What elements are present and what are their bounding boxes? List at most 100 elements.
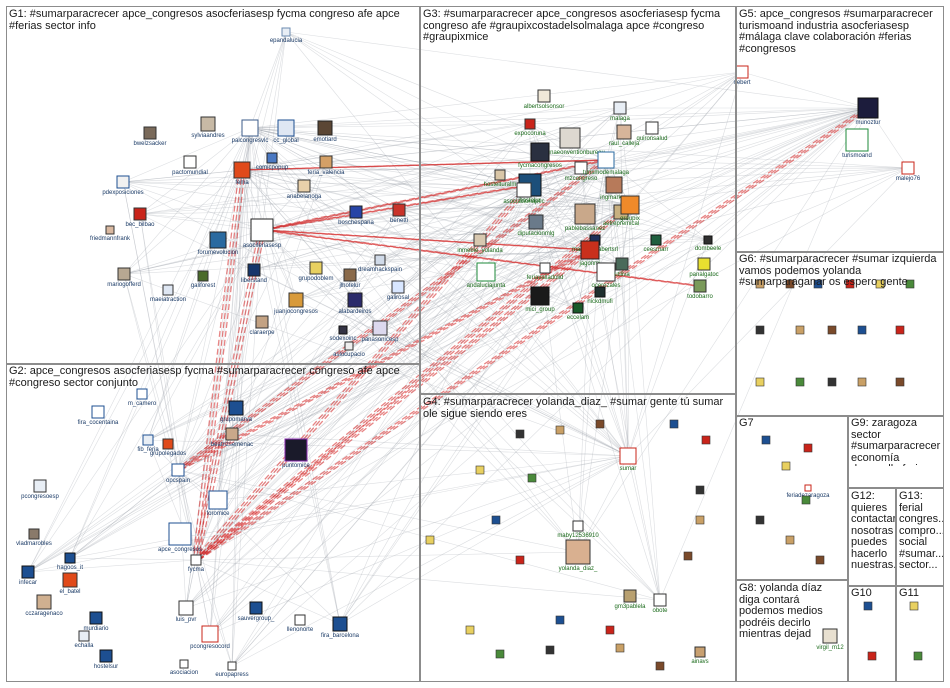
graph-node[interactable]: llenonorte <box>287 614 314 633</box>
graph-node[interactable]: maeiatraction <box>150 284 186 303</box>
graph-node-small[interactable] <box>863 601 873 611</box>
graph-node[interactable]: fira_cocentaina <box>78 405 119 426</box>
graph-node-small[interactable] <box>595 419 605 429</box>
graph-node[interactable]: galirosal <box>387 280 409 301</box>
graph-node[interactable]: pactomundial <box>172 155 208 176</box>
graph-node[interactable]: fycma <box>188 554 205 573</box>
graph-node[interactable]: boschespana <box>338 205 375 226</box>
graph-node[interactable]: albertsolsonsor <box>524 89 565 110</box>
graph-node[interactable]: emotiard <box>313 120 337 143</box>
graph-node[interactable]: murdiario <box>83 611 109 632</box>
graph-node-small[interactable] <box>795 377 805 387</box>
graph-node[interactable]: fib_feria <box>137 434 159 453</box>
graph-node-small[interactable] <box>785 279 795 289</box>
graph-node-small[interactable] <box>465 625 475 635</box>
graph-node[interactable]: yolanda_diaz_ <box>559 539 598 572</box>
graph-node[interactable]: dombeele <box>695 235 722 252</box>
graph-node[interactable]: todobarro <box>687 279 714 300</box>
graph-node[interactable]: europapress <box>215 661 249 678</box>
graph-node[interactable]: benetti <box>390 203 408 224</box>
graph-node-small[interactable] <box>827 377 837 387</box>
graph-node[interactable]: expocoruna <box>514 118 546 137</box>
graph-node[interactable]: pcongresoesp <box>21 479 60 500</box>
graph-node[interactable]: quironsalud <box>636 121 668 142</box>
graph-node-small[interactable] <box>527 473 537 483</box>
graph-node[interactable]: asociacionapec <box>503 182 545 205</box>
graph-node-small[interactable] <box>755 515 765 525</box>
graph-node[interactable]: andaluciajunta <box>467 262 506 289</box>
graph-node-small[interactable] <box>515 555 525 565</box>
graph-node[interactable]: echalla <box>74 630 94 649</box>
graph-node-small[interactable] <box>813 279 823 289</box>
graph-node-small[interactable] <box>761 435 771 445</box>
graph-node[interactable]: pdexposiciones <box>102 175 144 196</box>
graph-node-small[interactable] <box>815 555 825 565</box>
graph-node-small[interactable] <box>615 643 625 653</box>
graph-node[interactable]: malaga <box>610 101 630 122</box>
graph-node[interactable]: sumar <box>619 447 637 472</box>
graph-node-small[interactable] <box>555 425 565 435</box>
graph-node[interactable]: comicpopup <box>256 152 289 171</box>
graph-node-small[interactable] <box>695 485 705 495</box>
graph-node[interactable]: m_camero <box>128 388 157 407</box>
graph-node-small[interactable] <box>515 429 525 439</box>
graph-node[interactable]: asociacion <box>170 659 198 676</box>
graph-node[interactable]: bec_bilbao <box>125 207 155 228</box>
graph-node[interactable]: grupomarva <box>220 400 253 423</box>
graph-node[interactable]: mzcongreso <box>565 161 598 182</box>
graph-node[interactable]: juanjocongresos <box>273 292 318 315</box>
graph-node-small[interactable] <box>755 279 765 289</box>
graph-node[interactable]: groupix <box>620 195 640 222</box>
graph-node[interactable]: sylviaandres <box>191 116 225 139</box>
graph-node[interactable]: jlhotelur <box>338 268 361 289</box>
graph-node[interactable]: epandalucia <box>270 27 303 44</box>
graph-node-small[interactable] <box>785 535 795 545</box>
graph-node[interactable]: fema <box>233 161 251 186</box>
graph-node[interactable]: infecar <box>19 565 37 586</box>
graph-node[interactable]: panalgatoc <box>689 257 719 278</box>
graph-node[interactable]: utiliva <box>614 257 630 278</box>
graph-node[interactable]: ocerezales <box>591 262 621 289</box>
graph-node[interactable]: panasonicesp <box>361 320 399 343</box>
graph-node[interactable]: fycmacongresos <box>518 142 562 169</box>
graph-node[interactable]: galiforest <box>191 270 216 289</box>
graph-node-small[interactable] <box>701 435 711 445</box>
graph-node-small[interactable] <box>545 645 555 655</box>
graph-node[interactable]: sodexoinc <box>329 325 357 342</box>
graph-node[interactable]: turismoand <box>842 128 872 159</box>
graph-node[interactable]: turismodemalaga <box>583 151 630 176</box>
graph-node[interactable]: grupodoblem <box>298 261 334 282</box>
graph-node[interactable]: fira_barcelona <box>321 616 360 639</box>
graph-node[interactable]: diputacionmlg <box>517 214 555 237</box>
graph-node[interactable]: dreamhackspain <box>358 254 402 273</box>
graph-node[interactable]: hostelturalm <box>484 169 517 188</box>
graph-node-small[interactable] <box>909 601 919 611</box>
graph-node[interactable]: feria_valencia <box>307 155 345 176</box>
graph-node-small[interactable] <box>895 377 905 387</box>
graph-node-small[interactable] <box>857 325 867 335</box>
graph-node[interactable]: beatrizsemenac <box>211 427 253 448</box>
graph-node[interactable]: gm3pablela <box>614 589 646 610</box>
graph-node[interactable]: opcspain <box>166 463 190 484</box>
graph-node[interactable]: foromice <box>206 490 230 517</box>
graph-node-small[interactable] <box>695 515 705 525</box>
graph-node[interactable]: jagonmi <box>578 240 601 267</box>
graph-node[interactable]: nickdmufi <box>587 286 613 305</box>
graph-node-small[interactable] <box>795 325 805 335</box>
graph-node-small[interactable] <box>495 649 505 659</box>
graph-node-small[interactable] <box>755 325 765 335</box>
graph-node-small[interactable] <box>867 651 877 661</box>
graph-node[interactable]: alabardeiros <box>338 292 372 315</box>
graph-node[interactable]: ainavs <box>691 646 709 665</box>
graph-node[interactable]: pablebassanez <box>565 203 605 232</box>
graph-node-small[interactable] <box>555 615 565 625</box>
graph-node[interactable]: forumevolucion <box>198 231 239 256</box>
graph-node-small[interactable] <box>845 279 855 289</box>
graph-node-small[interactable] <box>683 551 693 561</box>
graph-node[interactable]: maby12536910 <box>557 520 599 539</box>
graph-node[interactable]: cc_global <box>273 119 299 144</box>
graph-node[interactable]: puntomice <box>282 438 311 469</box>
graph-node-small[interactable] <box>827 325 837 335</box>
graph-node[interactable]: friedmannfrank <box>90 225 131 242</box>
graph-node-small[interactable] <box>913 651 923 661</box>
